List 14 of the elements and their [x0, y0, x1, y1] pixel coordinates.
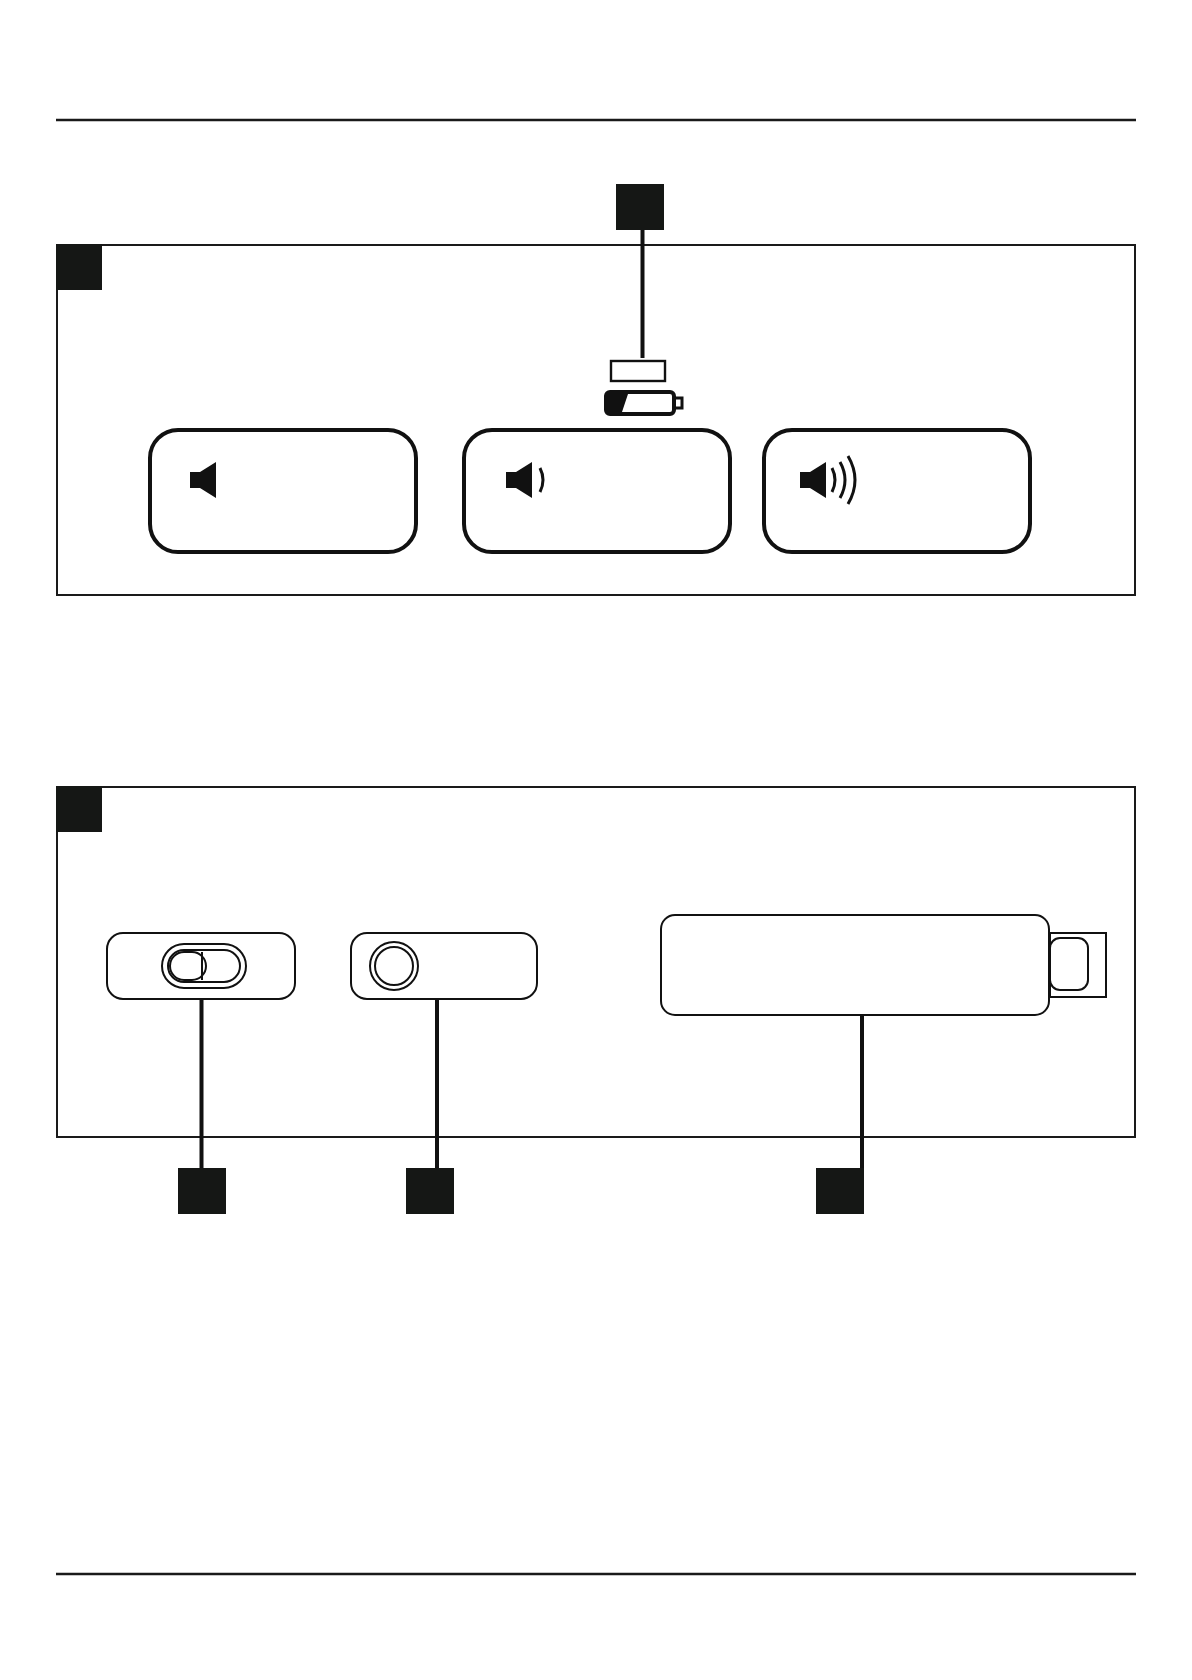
- push-button-drawing: [350, 932, 538, 1000]
- usb-stick-drawing: [660, 914, 1108, 1016]
- leader-line: [860, 1016, 864, 1168]
- leader-line: [640, 230, 645, 358]
- battery-indicator-drawing: [604, 358, 686, 416]
- callout-marker: [56, 786, 102, 832]
- callout-marker: [616, 184, 664, 230]
- leader-line: [199, 1000, 204, 1168]
- callout-marker: [178, 1168, 226, 1214]
- callout-marker: [406, 1168, 454, 1214]
- callout-marker: [816, 1168, 864, 1214]
- leader-line: [435, 1000, 439, 1168]
- callout-marker: [56, 244, 102, 290]
- slide-switch-drawing: [106, 932, 296, 1000]
